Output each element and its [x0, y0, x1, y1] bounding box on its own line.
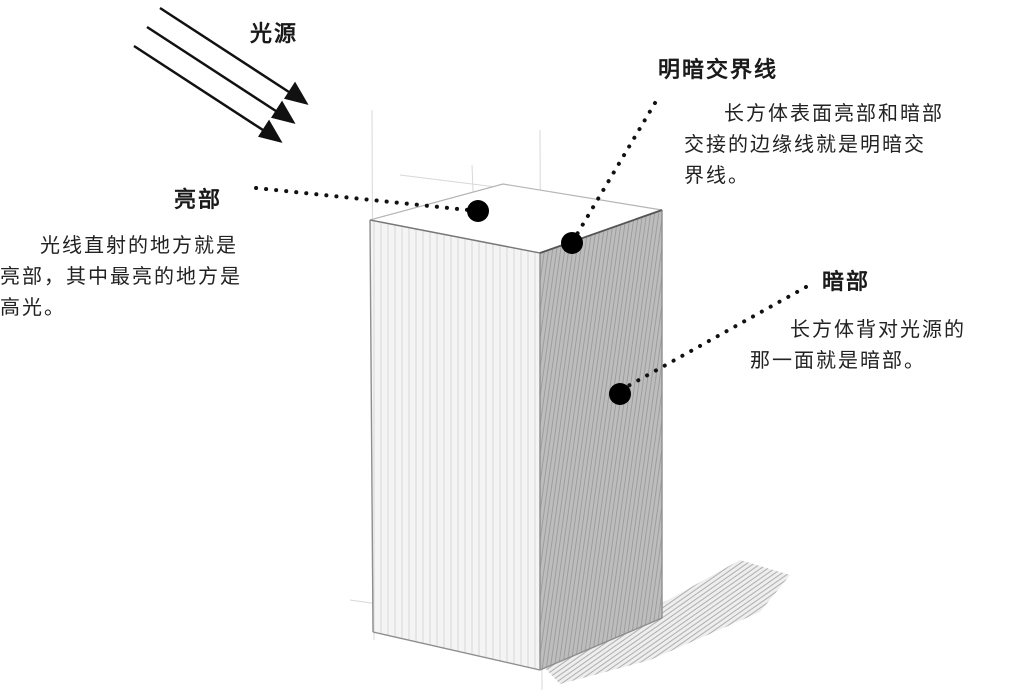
highlight-leader: [256, 188, 468, 210]
terminator-label: 明暗交界线: [658, 52, 778, 84]
terminator-marker-dot: [561, 232, 583, 254]
highlight-marker-dot: [467, 200, 489, 222]
highlight-desc-line: 高光。: [0, 292, 242, 323]
highlight-desc-line: 亮部，其中最亮的地方是: [0, 261, 242, 292]
terminator-desc-line: 长方体表面亮部和暗部: [684, 98, 944, 129]
shadow-desc-line: 长方体背对光源的: [750, 314, 966, 345]
light-source-label: 光源: [250, 16, 298, 48]
highlight-label: 亮部: [174, 182, 222, 214]
terminator-description: 长方体表面亮部和暗部 交接的边缘线就是明暗交 界线。: [684, 98, 944, 191]
shadow-desc-line: 那一面就是暗部。: [750, 345, 966, 376]
shadow-label: 暗部: [822, 264, 870, 296]
highlight-desc-line: 光线直射的地方就是: [0, 230, 242, 261]
shadow-description: 长方体背对光源的 那一面就是暗部。: [750, 314, 966, 376]
terminator-desc-line: 界线。: [684, 160, 944, 191]
highlight-description: 光线直射的地方就是 亮部，其中最亮的地方是 高光。: [0, 230, 242, 323]
terminator-desc-line: 交接的边缘线就是明暗交: [684, 129, 944, 160]
shadow-marker-dot: [609, 383, 631, 405]
